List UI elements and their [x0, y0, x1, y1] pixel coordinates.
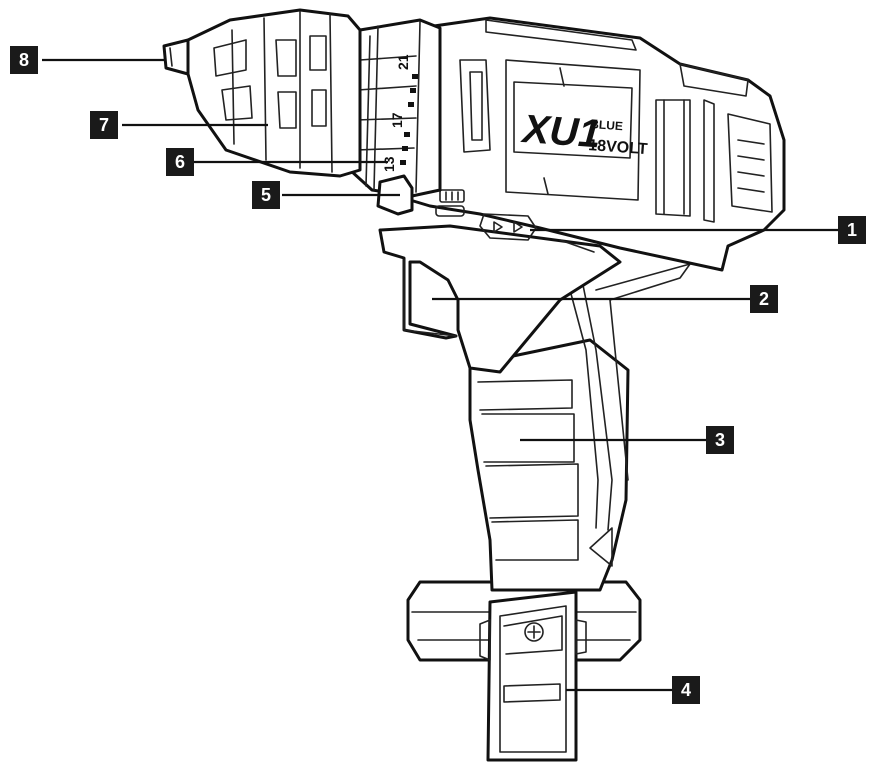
torque-mark-17: 17 [389, 112, 405, 128]
brand-sub-top: BLUE [590, 117, 624, 133]
direction-switch [479, 213, 537, 241]
callout-3: 3 [706, 426, 734, 454]
callout-4: 4 [672, 676, 700, 704]
leader-lines [42, 58, 838, 692]
brand-logo: XU1 BLUE 18VOLT [519, 107, 648, 158]
belt-clip [479, 590, 587, 762]
torque-mark-21: 21 [395, 54, 411, 70]
callout-2: 2 [750, 285, 778, 313]
callout-6: 6 [166, 148, 194, 176]
callout-5: 5 [252, 181, 280, 209]
grip-handle [468, 263, 691, 592]
motor-housing [406, 16, 786, 272]
callout-7: 7 [90, 111, 118, 139]
callout-8: 8 [10, 46, 38, 74]
bit-holder [162, 38, 190, 76]
brand-logo-text: XU1 [519, 107, 602, 156]
torque-mark-13: 13 [381, 156, 397, 172]
brand-sub-bottom: 18VOLT [588, 137, 649, 158]
battery-indicator-icon [435, 189, 465, 217]
callout-1: 1 [838, 216, 866, 244]
chuck [186, 8, 362, 178]
